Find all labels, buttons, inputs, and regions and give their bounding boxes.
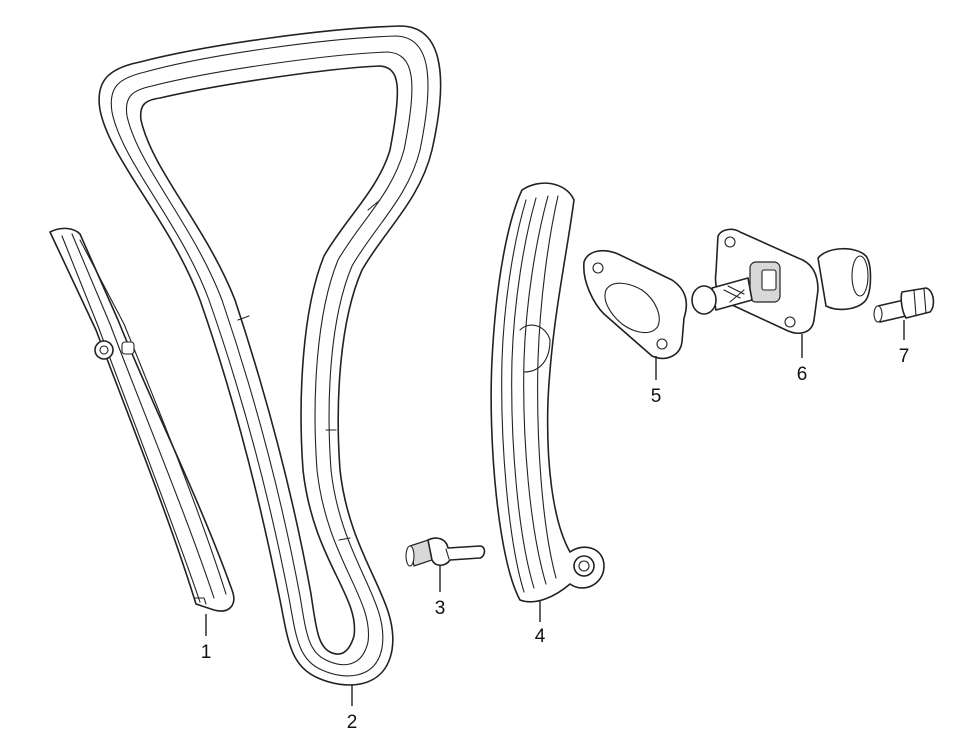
callout-2: 2 <box>347 712 358 733</box>
part-6-chain-tensioner <box>691 228 872 334</box>
callout-5: 5 <box>651 386 662 407</box>
part-2-timing-chain <box>98 25 442 686</box>
leader-lines <box>205 320 905 706</box>
callout-numbers: 1 2 3 4 5 6 7 <box>201 346 910 733</box>
callout-4: 4 <box>535 626 546 647</box>
part-4-tensioner-guide <box>490 182 605 603</box>
part-7-bolt <box>873 287 935 323</box>
callout-7: 7 <box>899 346 910 367</box>
part-5-gasket <box>583 249 688 360</box>
callout-6: 6 <box>797 364 808 385</box>
part-3-pivot-bolt <box>405 537 486 567</box>
callout-1: 1 <box>201 642 212 663</box>
callout-3: 3 <box>435 598 446 619</box>
part-1-chain-guide <box>49 227 235 612</box>
